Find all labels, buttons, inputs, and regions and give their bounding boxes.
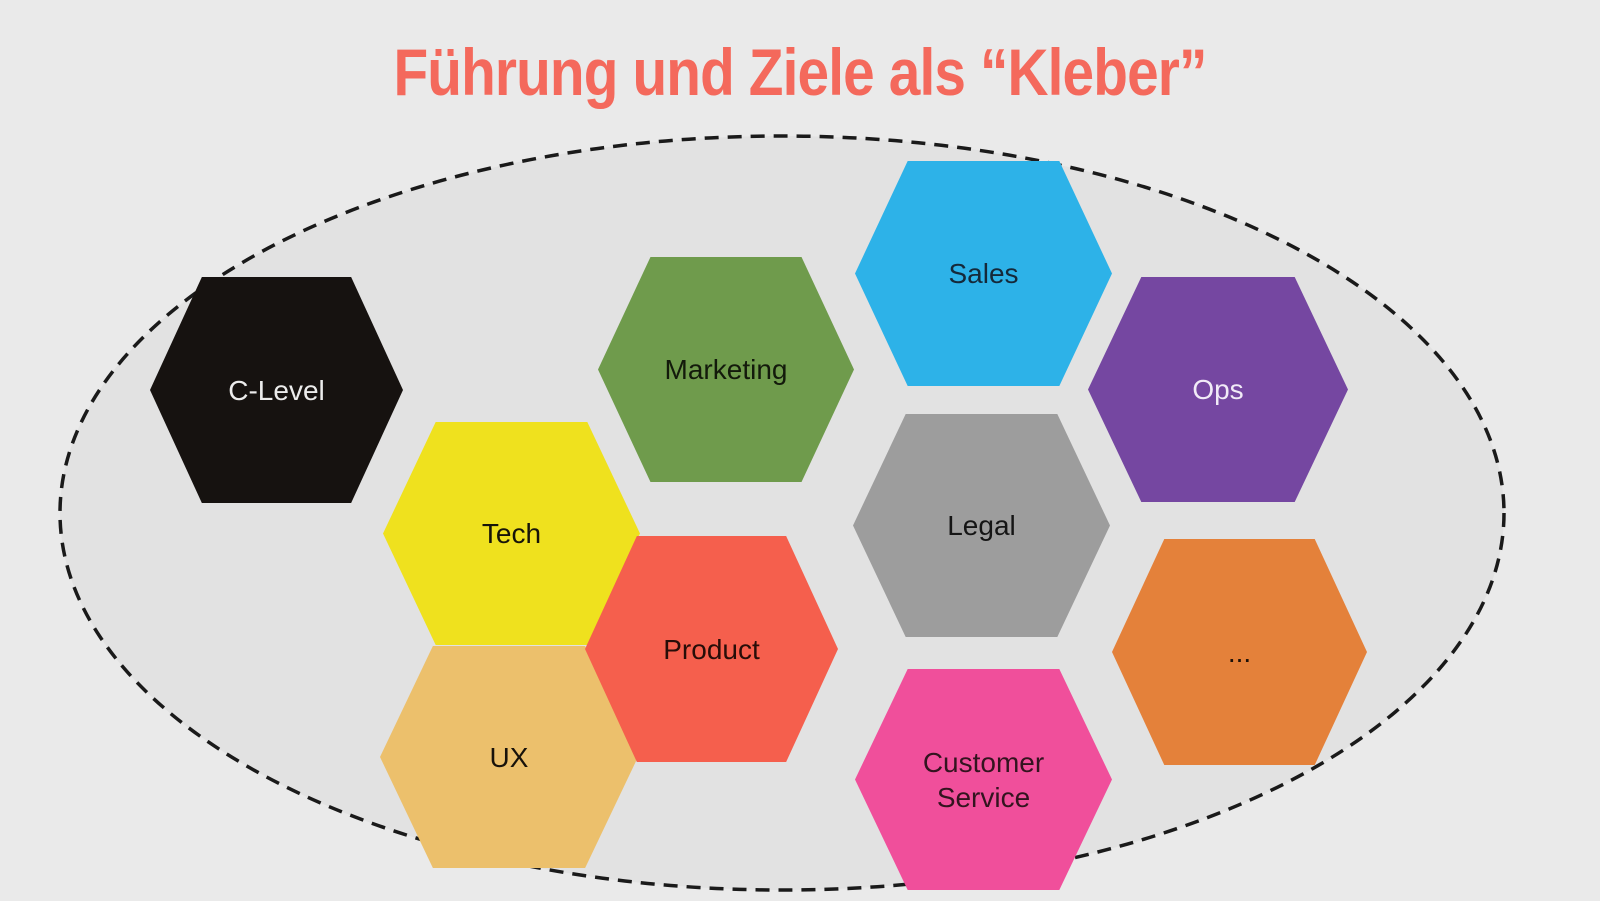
hexagon-c-level: C-Level <box>150 277 403 503</box>
hexagon-more: ... <box>1112 539 1367 765</box>
hexagon-sales: Sales <box>855 161 1112 386</box>
hexagon-label-tech: Tech <box>481 518 542 549</box>
hexagon-label-ops: Ops <box>1192 374 1244 405</box>
slide-title: Führung und Ziele als “Kleber” <box>393 35 1207 109</box>
hexagon-label-legal: Legal <box>947 510 1016 541</box>
hexagon-label-c-level: C-Level <box>228 374 325 406</box>
hexagon-customer-service: Customer Service <box>855 669 1112 890</box>
hexagon-label-product: Product <box>663 633 760 665</box>
hexagon-label-ux: UX <box>489 741 529 773</box>
hexagon-ops: Ops <box>1088 277 1348 502</box>
hexagon-ux: UX <box>380 646 638 868</box>
hexagon-label-sales: Sales <box>948 258 1019 289</box>
hexagon-tech: Tech <box>383 422 640 645</box>
hexagon-label-more: ... <box>1227 636 1252 668</box>
hexagon-product: Product <box>585 536 838 762</box>
hexagon-label-marketing: Marketing <box>664 354 788 385</box>
hexagon-legal: Legal <box>853 414 1110 637</box>
hexagon-marketing: Marketing <box>598 257 854 482</box>
hexagon-label-customer-service: Customer Service <box>922 746 1045 813</box>
